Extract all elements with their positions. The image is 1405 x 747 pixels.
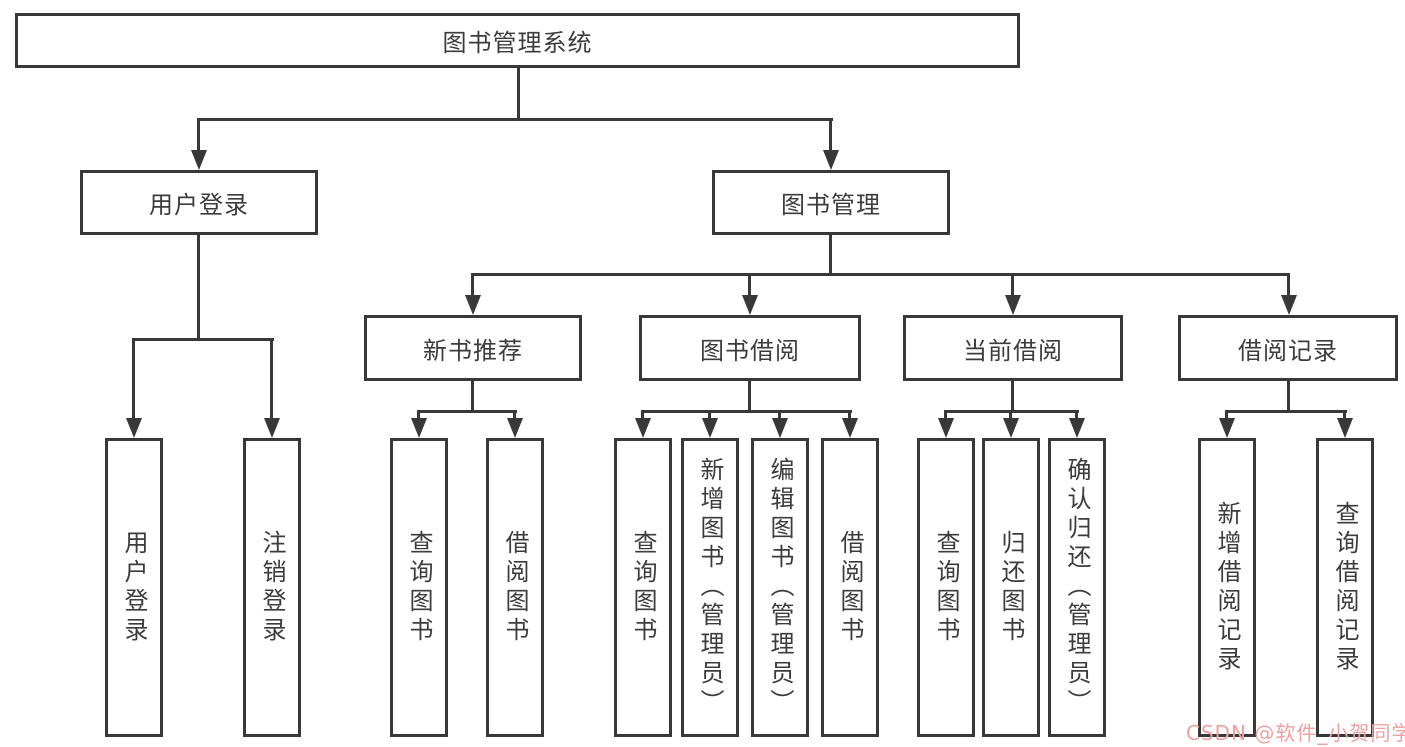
leaf-user-login: 用户登录 <box>105 438 163 737</box>
node-new-book-recommend-label: 新书推荐 <box>423 336 523 365</box>
leaf-edit-book-admin: 编辑图书（管理员） <box>751 438 809 737</box>
leaf-query-books-2: 查询图书 <box>614 438 672 737</box>
node-user-login: 用户登录 <box>80 170 318 235</box>
connector-arrowhead-down <box>1219 418 1235 438</box>
leaf-query-borrow-record: 查询借阅记录 <box>1316 438 1374 737</box>
connector-arrowhead-down <box>1005 295 1021 315</box>
connector-arrowhead-down <box>507 418 523 438</box>
connector-vline <box>1343 410 1346 422</box>
connector-hline <box>417 410 517 413</box>
connector-vline <box>1011 273 1014 298</box>
connector-hline <box>641 410 852 413</box>
leaf-add-borrow-record-label: 新增借阅记录 <box>1213 500 1241 675</box>
leaf-user-login-label: 用户登录 <box>120 529 148 646</box>
connector-vline <box>417 410 420 422</box>
connector-vline <box>1075 410 1078 422</box>
connector-arrowhead-down <box>823 150 839 170</box>
connector-vline <box>471 273 474 298</box>
connector-hline <box>132 338 274 341</box>
connector-vline <box>829 235 832 276</box>
connector-vline <box>471 381 474 413</box>
connector-vline <box>1009 410 1012 422</box>
leaf-logout-label: 注销登录 <box>258 529 286 646</box>
leaf-logout: 注销登录 <box>243 438 301 737</box>
connector-vline <box>829 118 832 152</box>
connector-vline <box>748 273 751 298</box>
connector-vline <box>513 410 516 422</box>
node-library-system: 图书管理系统 <box>15 13 1020 68</box>
connector-arrowhead-down <box>126 418 142 438</box>
connector-vline <box>944 410 947 422</box>
leaf-confirm-return-admin-label: 确认归还（管理员） <box>1063 457 1091 718</box>
node-current-borrow-label: 当前借阅 <box>963 336 1063 365</box>
connector-arrowhead-down <box>191 150 207 170</box>
connector-vline <box>197 235 200 340</box>
connector-hline <box>197 118 833 121</box>
connector-arrowhead-down <box>742 295 758 315</box>
connector-vline <box>778 410 781 422</box>
connector-vline <box>1287 381 1290 413</box>
node-library-system-label: 图书管理系统 <box>442 29 593 57</box>
connector-vline <box>641 410 644 422</box>
leaf-return-book: 归还图书 <box>982 438 1040 737</box>
leaf-add-book-admin-label: 新增图书（管理员） <box>696 457 724 718</box>
connector-arrowhead-down <box>1069 418 1085 438</box>
connector-arrowhead-down <box>938 418 954 438</box>
connector-vline <box>197 118 200 152</box>
node-borrow-records-label: 借阅记录 <box>1238 336 1338 365</box>
connector-arrowhead-down <box>264 418 280 438</box>
leaf-add-book-admin: 新增图书（管理员） <box>681 438 739 737</box>
connector-vline <box>270 338 273 420</box>
connector-vline <box>517 68 520 120</box>
leaf-borrow-books-1-label: 借阅图书 <box>501 529 529 646</box>
connector-arrowhead-down <box>1003 418 1019 438</box>
node-book-borrow-label: 图书借阅 <box>700 336 800 365</box>
leaf-query-books-3: 查询图书 <box>917 438 975 737</box>
leaf-borrow-books-2-label: 借阅图书 <box>836 529 864 646</box>
connector-arrowhead-down <box>1337 418 1353 438</box>
connector-arrowhead-down <box>842 418 858 438</box>
node-user-login-label: 用户登录 <box>149 191 249 219</box>
connector-vline <box>1287 273 1290 298</box>
leaf-query-borrow-record-label: 查询借阅记录 <box>1331 500 1359 675</box>
connector-arrowhead-down <box>1281 295 1297 315</box>
node-book-management: 图书管理 <box>712 170 950 235</box>
leaf-query-books-1-label: 查询图书 <box>405 529 433 646</box>
node-book-borrow: 图书借阅 <box>639 315 861 381</box>
connector-vline <box>132 338 135 420</box>
connector-vline <box>708 410 711 422</box>
connector-arrowhead-down <box>411 418 427 438</box>
leaf-edit-book-admin-label: 编辑图书（管理员） <box>766 457 794 718</box>
node-book-management-label: 图书管理 <box>781 191 881 219</box>
leaf-query-books-2-label: 查询图书 <box>629 529 657 646</box>
leaf-query-books-3-label: 查询图书 <box>932 529 960 646</box>
connector-vline <box>748 381 751 413</box>
connector-hline <box>1225 410 1347 413</box>
connector-vline <box>1011 381 1014 413</box>
connector-vline <box>848 410 851 422</box>
leaf-query-books-1: 查询图书 <box>390 438 448 737</box>
connector-arrowhead-down <box>702 418 718 438</box>
connector-arrowhead-down <box>635 418 651 438</box>
connector-hline <box>471 273 1290 276</box>
node-borrow-records: 借阅记录 <box>1178 315 1398 381</box>
leaf-add-borrow-record: 新增借阅记录 <box>1198 438 1256 737</box>
connector-arrowhead-down <box>465 295 481 315</box>
leaf-return-book-label: 归还图书 <box>997 529 1025 646</box>
node-new-book-recommend: 新书推荐 <box>364 315 582 381</box>
node-current-borrow: 当前借阅 <box>903 315 1123 381</box>
leaf-borrow-books-2: 借阅图书 <box>821 438 879 737</box>
connector-arrowhead-down <box>772 418 788 438</box>
leaf-borrow-books-1: 借阅图书 <box>486 438 544 737</box>
connector-vline <box>1225 410 1228 422</box>
csdn-watermark: CSDN @软件_小贺同学 <box>1186 721 1405 745</box>
leaf-confirm-return-admin: 确认归还（管理员） <box>1048 438 1106 737</box>
